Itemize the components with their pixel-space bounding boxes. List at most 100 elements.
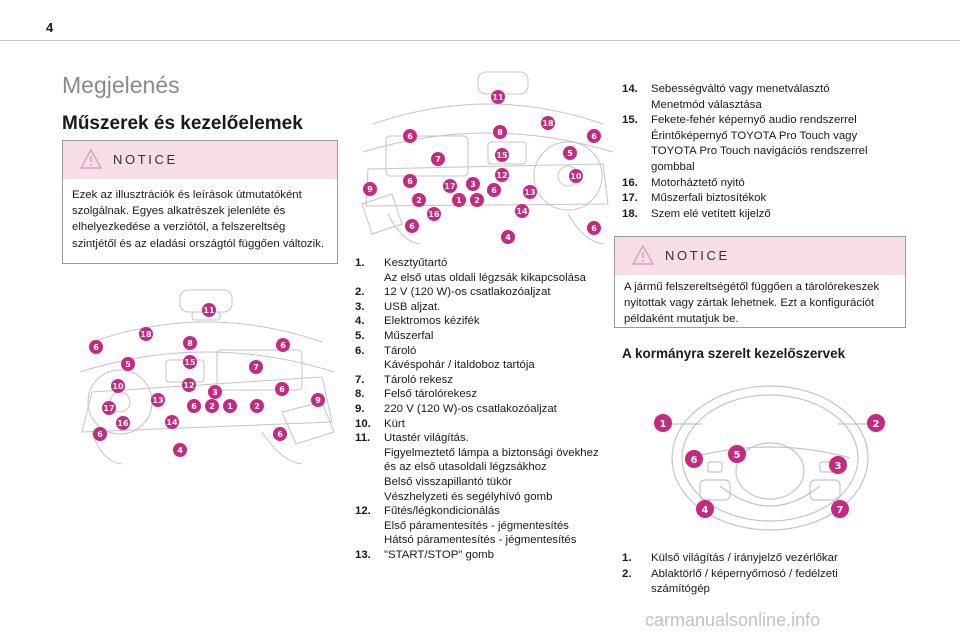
svg-text:6: 6 [407, 177, 413, 186]
svg-text:8: 8 [187, 339, 193, 348]
svg-text:4: 4 [505, 233, 511, 242]
subsection-title: Műszerek és kezelőelemek [62, 113, 303, 134]
list-item: 1.Külső világítás / irányjelző vezérlőka… [622, 552, 838, 564]
svg-text:15: 15 [496, 151, 508, 160]
svg-text:10: 10 [112, 382, 124, 391]
steering-section-title: A kormányra szerelt kezelőszervek [622, 346, 846, 361]
svg-text:2: 2 [254, 402, 260, 411]
svg-text:6: 6 [591, 132, 597, 141]
svg-text:6: 6 [691, 455, 698, 466]
svg-text:1: 1 [660, 419, 667, 430]
notice-label: NOTICE [113, 152, 178, 167]
watermark: carmanualsonline.info [645, 610, 821, 630]
svg-text:1: 1 [456, 196, 462, 205]
svg-text:6: 6 [407, 132, 413, 141]
callout-badges: 1 2 5 6 3 4 7 [654, 414, 885, 518]
notice-header: NOTICE [63, 141, 337, 179]
svg-text:11: 11 [203, 306, 215, 315]
callout-badges: 11 18 6 8 6 7 15 5 12 10 6 3 17 6 13 9 2… [363, 90, 601, 244]
svg-text:15: 15 [184, 358, 196, 367]
svg-text:2: 2 [209, 402, 215, 411]
svg-text:2: 2 [416, 196, 422, 205]
notice-box-storage: NOTICE A jármű felszereltségétől függően… [614, 236, 906, 328]
list-item: 5.Műszerfal [355, 329, 434, 342]
list-item: 11.Utastér világítás.Figyelmeztető lámpa… [355, 432, 599, 503]
list-item: 15.Fekete-fehér képernyő audio rendszerr… [622, 114, 868, 173]
svg-text:13: 13 [152, 396, 163, 405]
svg-text:3: 3 [470, 180, 476, 189]
list-item: 9.220 V (120 W)-os csatlakozóaljzat [355, 402, 557, 415]
dashboard-illustration-left: 11 18 8 6 6 5 15 7 10 12 3 6 9 13 17 6 2… [79, 289, 335, 465]
svg-text:5: 5 [567, 149, 573, 158]
svg-text:12: 12 [183, 381, 194, 390]
svg-text:7: 7 [837, 505, 844, 516]
section-title: Megjelenés [62, 72, 180, 98]
svg-text:10: 10 [570, 172, 582, 181]
steering-controls-list: 1.Külső világítás / irányjelző vezérlőka… [622, 551, 912, 598]
svg-text:6: 6 [277, 430, 283, 439]
svg-text:6: 6 [97, 430, 103, 439]
list-item: 4.Elektromos kézifék [355, 315, 480, 328]
svg-text:1: 1 [227, 402, 233, 411]
svg-text:3: 3 [835, 461, 842, 472]
svg-text:7: 7 [435, 155, 441, 164]
notice-header: NOTICE [615, 237, 905, 275]
list-item: 17.Műszerfali biztosítékok [622, 192, 767, 205]
list-item: 13."START/STOP" gomb [355, 548, 495, 561]
notice-text: Ezek az illusztrációk és leírások útmuta… [72, 189, 325, 250]
svg-text:4: 4 [702, 505, 709, 516]
list-item: 7.Tároló rekesz [355, 373, 454, 386]
svg-text:6: 6 [279, 385, 285, 394]
dashboard-illustration-right: 11 18 6 8 6 7 15 5 12 10 6 3 17 6 13 9 2… [361, 71, 614, 245]
svg-text:18: 18 [140, 330, 152, 339]
svg-text:3: 3 [212, 388, 218, 397]
svg-text:13: 13 [524, 188, 535, 197]
svg-text:16: 16 [428, 210, 440, 219]
callout-badges: 11 18 8 6 6 5 15 7 10 12 3 6 9 13 17 6 2… [89, 303, 325, 457]
list-item: 18.Szem elé vetített kijelző [622, 207, 771, 220]
list-item: 16.Motorháztető nyitó [622, 176, 745, 189]
svg-text:6: 6 [280, 341, 286, 350]
steering-wheel-illustration: 1 2 5 6 3 4 7 [654, 385, 885, 531]
notice-text: A jármű felszereltségétől függően a táro… [624, 281, 880, 326]
svg-text:2: 2 [474, 196, 480, 205]
notice-box-general: NOTICE Ezek az illusztrációk és leírások… [62, 140, 338, 264]
svg-text:6: 6 [591, 224, 597, 233]
svg-text:2: 2 [873, 419, 880, 430]
svg-text:18: 18 [542, 119, 554, 128]
svg-text:6: 6 [191, 402, 197, 411]
svg-text:6: 6 [93, 343, 99, 352]
svg-text:8: 8 [497, 128, 503, 137]
svg-text:6: 6 [491, 186, 497, 195]
svg-text:7: 7 [253, 363, 259, 372]
svg-text:14: 14 [516, 207, 528, 216]
svg-text:17: 17 [444, 182, 455, 191]
svg-text:12: 12 [496, 171, 507, 180]
svg-text:17: 17 [103, 404, 114, 413]
list-item: 8.Felső tárolórekesz [355, 388, 478, 401]
warning-icon [632, 245, 654, 265]
svg-text:16: 16 [117, 419, 129, 428]
warning-icon [80, 149, 102, 169]
svg-text:5: 5 [734, 450, 741, 461]
list-item: 2.12 V (120 W)-os csatlakozóaljzat [355, 286, 551, 299]
svg-text:5: 5 [125, 360, 131, 369]
header-rule [0, 40, 960, 41]
svg-text:9: 9 [367, 185, 373, 194]
notice-label: NOTICE [665, 248, 730, 263]
svg-text:6: 6 [409, 222, 415, 231]
svg-text:9: 9 [315, 396, 321, 405]
list-item: 10.Kürt [355, 417, 405, 430]
svg-text:4: 4 [177, 446, 183, 455]
page-number: 4 [46, 20, 54, 35]
svg-text:14: 14 [166, 418, 178, 427]
svg-text:11: 11 [492, 93, 504, 102]
list-item: 3.USB aljzat. [355, 300, 441, 313]
